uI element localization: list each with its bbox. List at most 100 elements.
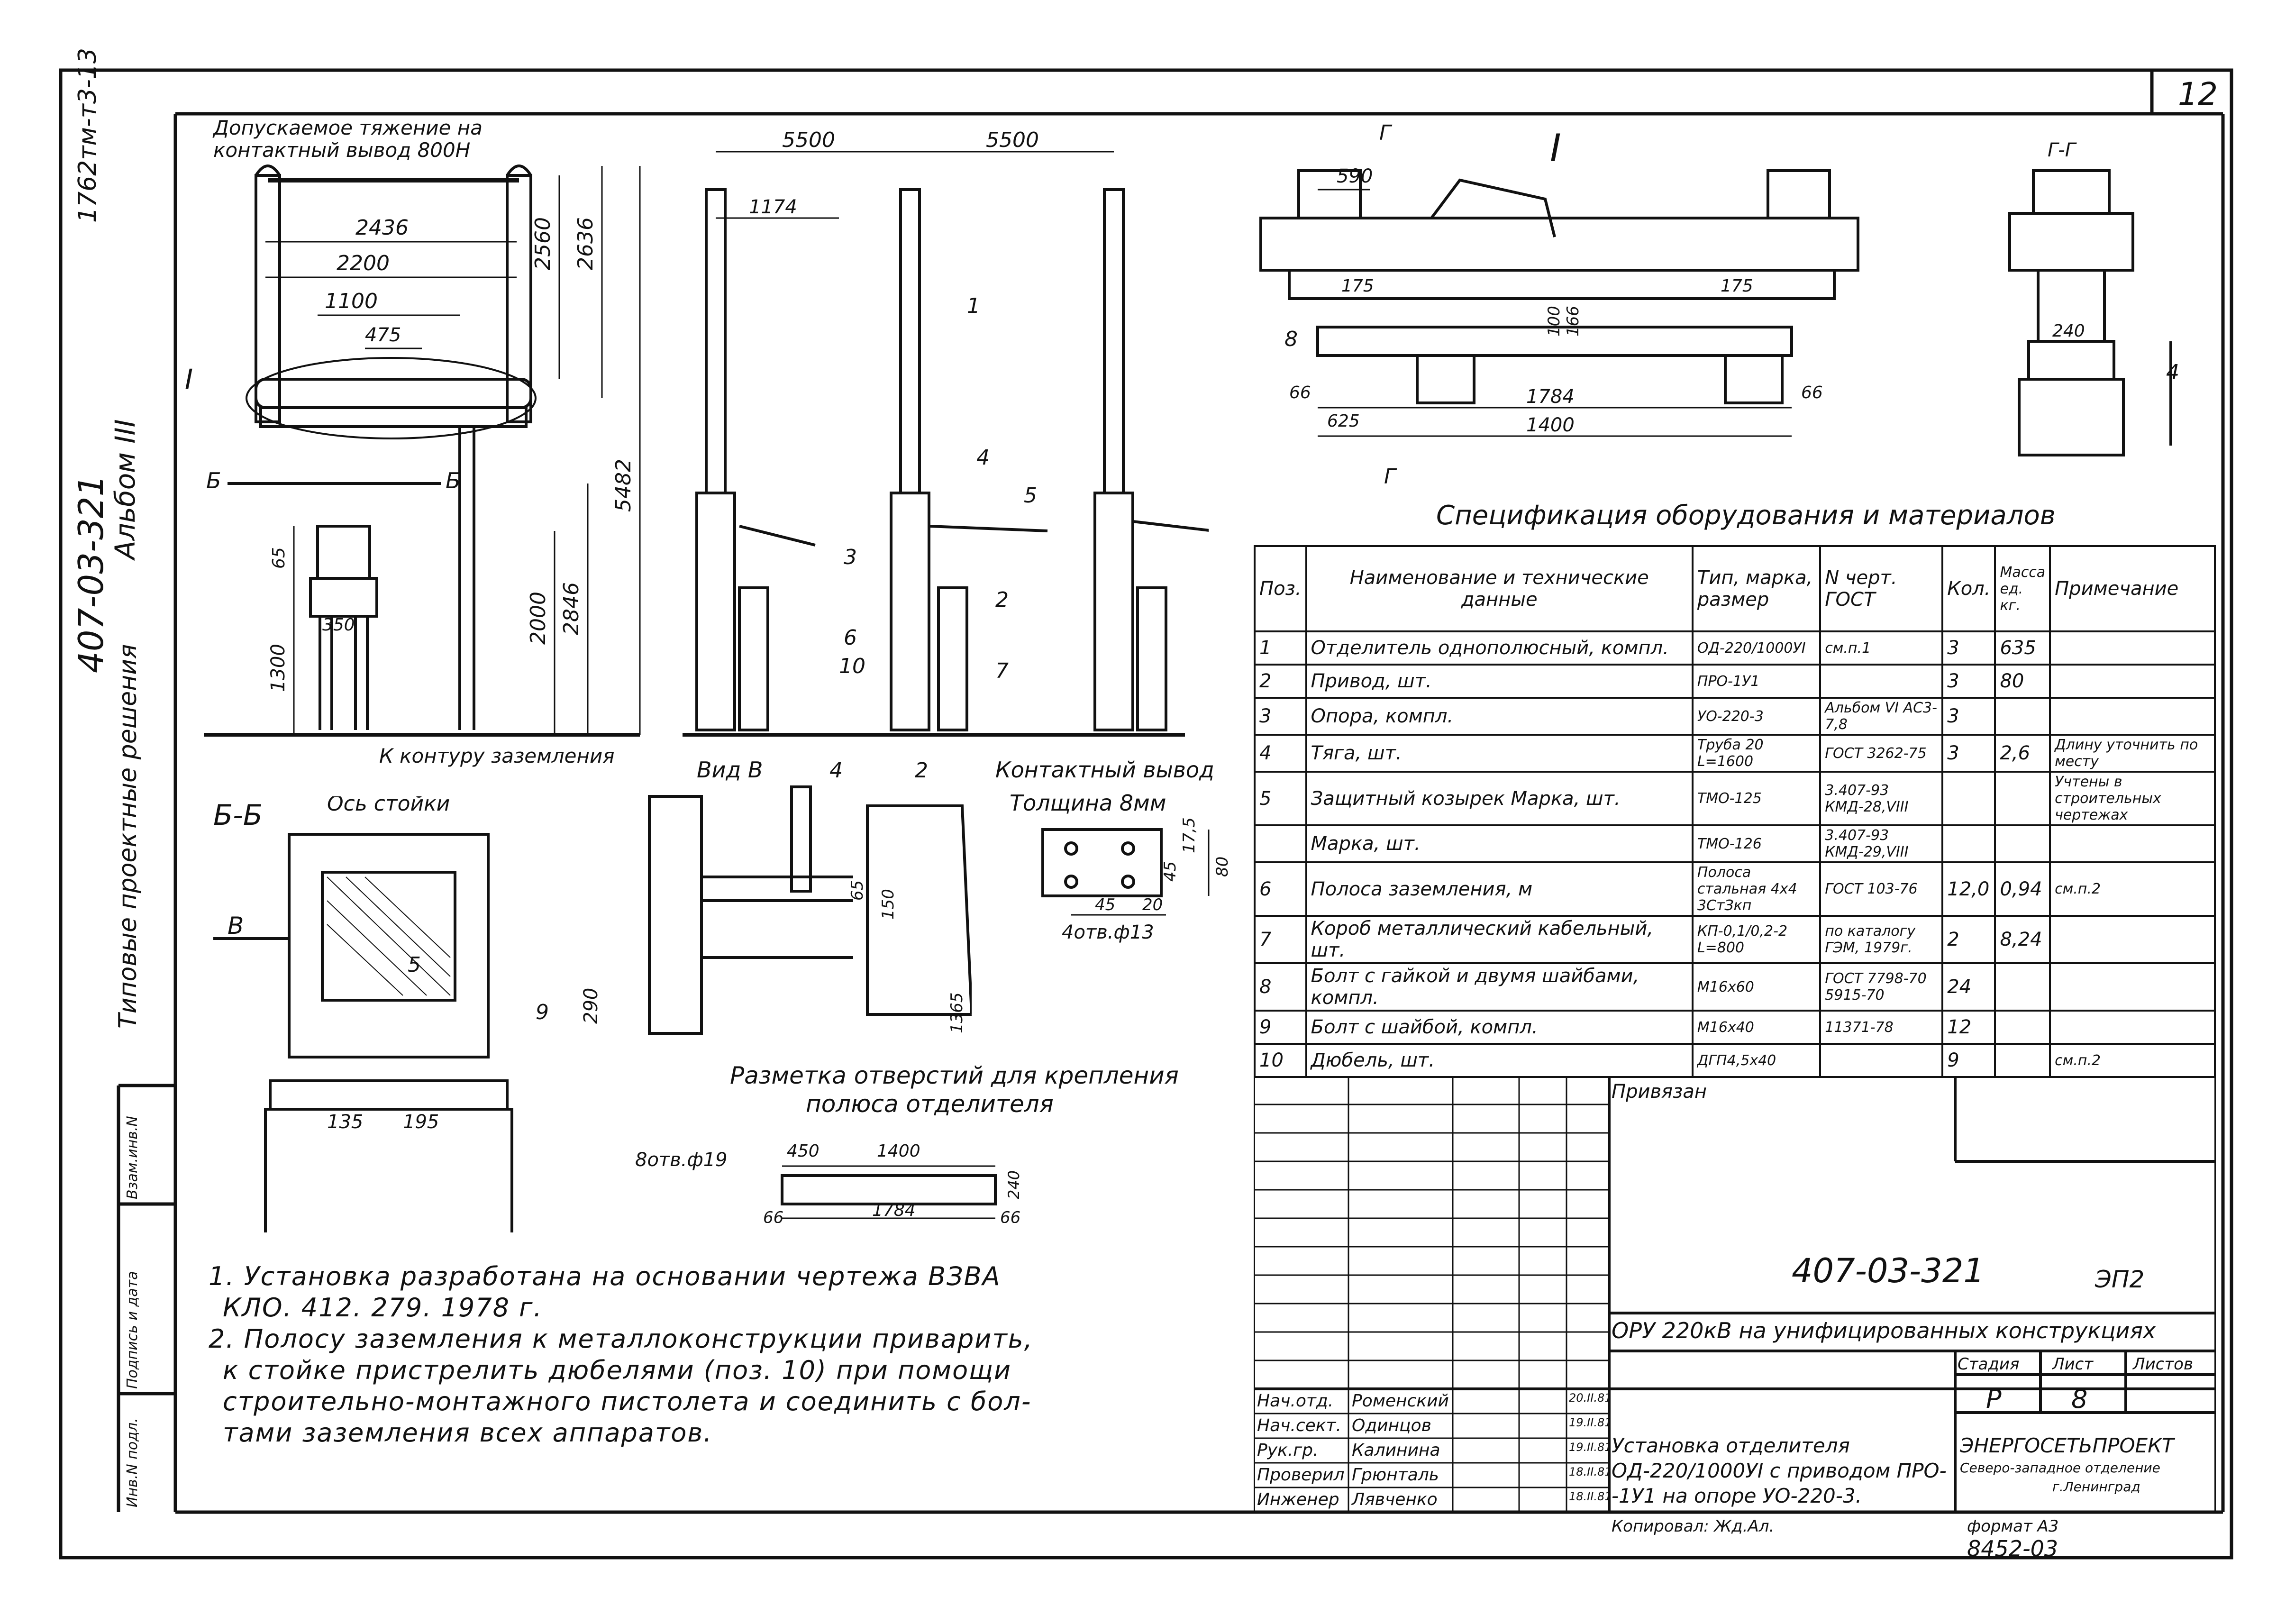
spec-cell-gost xyxy=(1819,1043,1944,1078)
note-line-3: 2. Полосу заземления к металлоконструкци… xyxy=(209,1324,1033,1354)
side-label-replace: Взам.инв.N xyxy=(124,1116,141,1199)
spec-cell-gost xyxy=(1819,664,1944,699)
spec-cell-pos: 10 xyxy=(1254,1043,1307,1078)
spec-cell-mass xyxy=(1994,771,2051,826)
pos-4: 4 xyxy=(976,446,990,470)
contact-output: Контактный вывод Толщина 8мм 17,5 45 80 … xyxy=(995,758,1232,943)
section-g-pos-4: 4 xyxy=(2166,360,2179,384)
spec-cell-mass xyxy=(1994,962,2051,1012)
dim-2200: 2200 xyxy=(337,251,390,275)
spec-cell-mass xyxy=(1994,824,2051,863)
contact-dim-45a: 45 xyxy=(1161,861,1180,882)
detail-dim-175a: 175 xyxy=(1341,276,1374,296)
tb-person-date: 18.II.81 xyxy=(1569,1490,1612,1503)
detail-cut-top: Г xyxy=(1379,121,1393,145)
contact-title: Контактный вывод xyxy=(995,758,1214,783)
contact-dim-45b: 45 xyxy=(1095,895,1115,914)
spec-cell-name: Марка, шт. xyxy=(1305,824,1694,863)
spec-cell-type: Полоса стальная 4x4 3СтЗкп xyxy=(1691,861,1821,917)
holes-dim-66a: 66 xyxy=(763,1208,783,1223)
tb-person-name: Лявченко xyxy=(1352,1490,1438,1509)
dim-2846: 2846 xyxy=(559,582,583,635)
spec-cell-qty: 3 xyxy=(1941,697,1996,736)
spec-cell-type: КП-0,1/0,2-2 L=800 xyxy=(1691,915,1821,964)
album-code: 1762тм-т3-13 xyxy=(73,48,102,223)
tb-stage: Р xyxy=(1986,1384,2002,1414)
spec-cell-name: Болт с шайбой, компл. xyxy=(1305,1010,1694,1045)
view-marker-I: I xyxy=(185,363,193,395)
spec-cell-type: ОД-220/1000УI xyxy=(1691,630,1821,666)
bb-dim-135: 135 xyxy=(327,1111,363,1133)
sheet-number: 12 xyxy=(2178,76,2218,112)
spec-cell-qty xyxy=(1941,771,1996,826)
spec-cell-qty: 3 xyxy=(1941,664,1996,699)
view-b-dim-1365: 1365 xyxy=(947,992,966,1033)
detail-title: I xyxy=(1550,126,1561,170)
spec-cell-pos: 9 xyxy=(1254,1010,1307,1045)
contact-dim-17-5: 17,5 xyxy=(1180,817,1199,853)
spec-cell-name: Защитный козырек Марка, шт. xyxy=(1305,771,1694,826)
section-g-g: Г-Г 240 4 xyxy=(2008,139,2179,456)
spec-cell-type: УО-220-3 xyxy=(1691,697,1821,736)
bb-dim-290: 290 xyxy=(580,988,602,1024)
spec-cell-gost: 11371-78 xyxy=(1819,1010,1944,1045)
tb-person-role: Проверил xyxy=(1257,1465,1345,1485)
spec-cell-type: М16х40 xyxy=(1691,1010,1821,1045)
pos-6: 6 xyxy=(844,626,857,650)
spec-head-name: Наименование и технические данные xyxy=(1305,545,1694,632)
bb-pos-9: 9 xyxy=(536,1000,549,1024)
contact-dim-20: 20 xyxy=(1142,895,1163,914)
spec-cell-pos: 6 xyxy=(1254,861,1307,917)
detail-dim-625: 625 xyxy=(1327,411,1360,431)
holes-dim-1784: 1784 xyxy=(872,1201,916,1220)
dim-1300: 1300 xyxy=(267,644,289,692)
dim-5500-a: 5500 xyxy=(782,128,835,152)
top-note-1: Допускаемое тяжение на xyxy=(213,116,483,139)
side-doc-code: 407-03-321 xyxy=(71,474,111,673)
spec-cell-name: Болт с гайкой и двумя шайбами, компл. xyxy=(1305,962,1694,1012)
spec-cell-gost: 3.407-93 КМД-29,VIII xyxy=(1819,824,1944,863)
dim-1100: 1100 xyxy=(325,289,378,313)
spec-cell-note: Длину уточнить по месту xyxy=(2049,734,2216,773)
tb-sheets-label: Листов xyxy=(2133,1355,2194,1374)
spec-cell-qty: 3 xyxy=(1941,630,1996,666)
spec-cell-note: см.п.2 xyxy=(2049,1043,2216,1078)
spec-head-mass: Масса ед. кг. xyxy=(1994,545,2051,632)
spec-cell-note xyxy=(2049,664,2216,699)
spec-cell-name: Отделитель однополюсный, компл. xyxy=(1305,630,1694,666)
detail-dim-66a: 66 xyxy=(1289,383,1311,402)
spec-cell-qty xyxy=(1941,824,1996,863)
spec-cell-mass: 635 xyxy=(1994,630,2051,666)
spec-cell-qty: 12 xyxy=(1941,1010,1996,1045)
dim-5482: 5482 xyxy=(611,459,636,512)
spec-cell-pos: 2 xyxy=(1254,664,1307,699)
spec-cell-gost: ГОСТ 3262-75 xyxy=(1819,734,1944,773)
tb-person-role: Нач.сект. xyxy=(1257,1416,1341,1435)
spec-cell-pos xyxy=(1254,824,1307,863)
pos-7: 7 xyxy=(995,659,1009,683)
spec-cell-pos: 3 xyxy=(1254,697,1307,736)
tb-person-name: Роменский xyxy=(1352,1391,1449,1411)
pos-1: 1 xyxy=(967,294,980,318)
dim-2436: 2436 xyxy=(355,216,409,240)
spec-cell-pos: 5 xyxy=(1254,771,1307,826)
side-label-inv: Инв.N подл. xyxy=(124,1418,141,1507)
spec-cell-note xyxy=(2049,962,2216,1012)
holes-note: 8отв.ф19 xyxy=(635,1149,728,1171)
detail-dim-1400: 1400 xyxy=(1526,414,1575,436)
album-label: Альбом III xyxy=(109,419,141,559)
section-marker-b-right: Б xyxy=(446,468,461,493)
spec-cell-mass: 0,94 xyxy=(1994,861,2051,917)
top-note-2: контактный вывод 800Н xyxy=(213,138,471,162)
holes-title-2: полюса отделителя xyxy=(806,1090,1054,1118)
tb-sheet-label: Лист xyxy=(2052,1355,2094,1374)
note-line-4: к стойке пристрелить дюбелями (поз. 10) … xyxy=(223,1355,1012,1385)
spec-title: Спецификация оборудования и материалов xyxy=(1436,500,2056,531)
pos-5: 5 xyxy=(1024,484,1037,508)
spec-cell-note xyxy=(2049,1010,2216,1045)
